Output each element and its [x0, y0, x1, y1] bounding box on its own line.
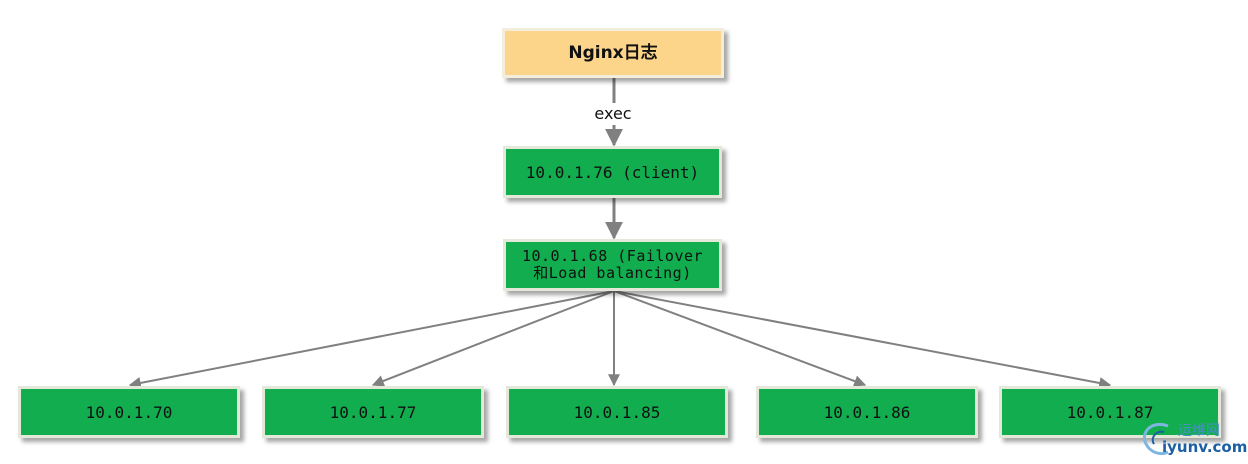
edge-balancer-to-target-5: [613, 290, 1112, 389]
client-node: 10.0.1.76 (client): [503, 146, 722, 198]
nginx-log-node: Nginx日志: [502, 28, 724, 78]
target-node-3: 10.0.1.85: [506, 386, 728, 438]
target-node-5: 10.0.1.87: [999, 386, 1221, 438]
exec-edge-label: exec: [578, 103, 648, 125]
edge-balancer-to-target-4: [613, 290, 867, 387]
watermark-cn: 运维网: [1178, 423, 1220, 439]
load-balancer-node: 10.0.1.68 (Failover 和Load balancing): [503, 239, 722, 291]
target-label-3: 10.0.1.85: [573, 402, 661, 422]
watermark-swirl-icon: [1143, 423, 1169, 456]
target-label-2: 10.0.1.77: [329, 402, 417, 422]
edge-balancer-to-target-2: [371, 290, 615, 387]
target-label-1: 10.0.1.70: [85, 402, 173, 422]
target-label-5: 10.0.1.87: [1066, 402, 1154, 422]
client-label: 10.0.1.76 (client): [525, 162, 700, 182]
edge-balancer-to-target-1: [128, 290, 615, 389]
target-label-4: 10.0.1.86: [823, 402, 911, 422]
target-node-4: 10.0.1.86: [756, 386, 978, 438]
target-node-2: 10.0.1.77: [262, 386, 484, 438]
watermark-url: iyunv.com: [1162, 438, 1248, 456]
watermark: 运维网 iyunv.com: [1138, 418, 1248, 460]
nginx-log-label: Nginx日志: [568, 42, 658, 63]
target-node-1: 10.0.1.70: [18, 386, 240, 438]
load-balancer-label: 10.0.1.68 (Failover 和Load balancing): [521, 247, 704, 282]
